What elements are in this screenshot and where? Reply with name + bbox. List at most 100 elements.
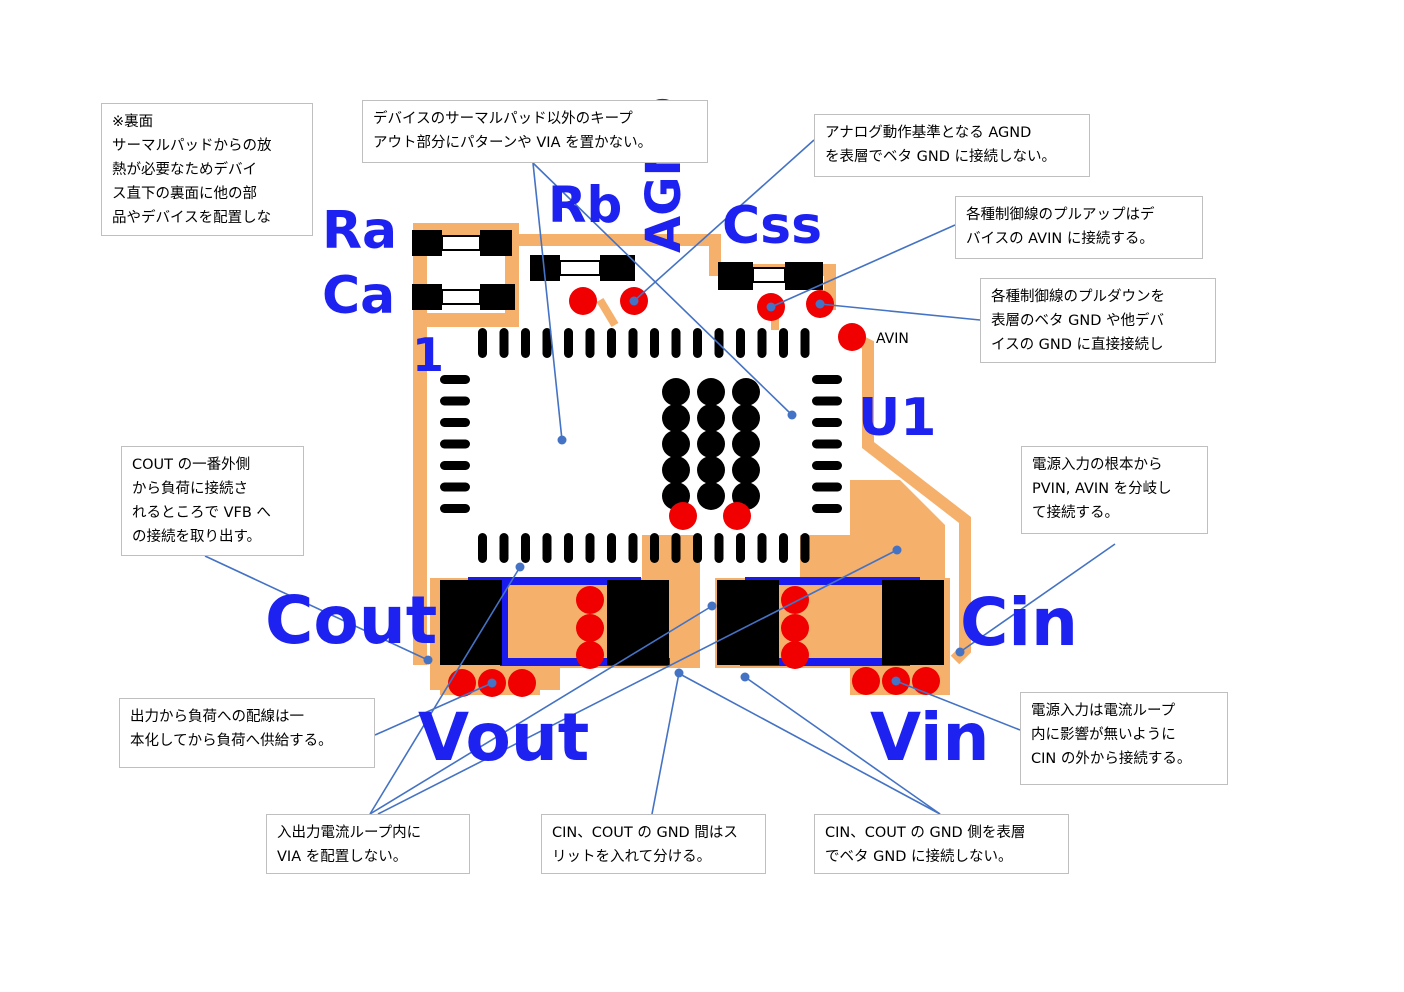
- thermal-via: [662, 456, 690, 484]
- resistor-ra: [412, 230, 512, 256]
- thermal-via: [732, 378, 760, 406]
- note-vfb: COUT の一番外側 から負荷に接続さ れるところで VFB へ の接続を取り出…: [121, 446, 304, 556]
- ic-pin-bottom: [714, 533, 724, 563]
- ic-pin-top: [736, 328, 745, 358]
- callout-line: [369, 566, 521, 815]
- ic-pin-right: [812, 504, 842, 513]
- thermal-via: [732, 430, 760, 458]
- trace-cin-top: [745, 577, 920, 585]
- ic-pin-bottom: [607, 533, 616, 563]
- thermal-via: [732, 404, 760, 432]
- label-vout: Vout: [418, 699, 590, 776]
- thermal-via: [697, 430, 725, 458]
- ic-pin-bottom: [499, 533, 509, 563]
- callout-dot: [787, 410, 797, 420]
- ic-pin-right: [812, 375, 842, 384]
- ic-pin-right: [812, 418, 842, 427]
- callout-dot: [487, 678, 497, 688]
- thermal-via: [697, 456, 725, 484]
- label-rb: Rb: [548, 176, 623, 234]
- agnd-trace: [596, 297, 619, 328]
- ic-pin-right: [812, 482, 842, 492]
- ic-outline: [470, 355, 850, 535]
- callout-line: [377, 549, 898, 815]
- via: [569, 287, 597, 315]
- ic-pin-left: [440, 482, 470, 492]
- note-loop-via: 入出力電流ループ内に VIA を配置しない。: [266, 814, 470, 874]
- passives: [412, 230, 944, 665]
- callout-dot: [892, 545, 902, 555]
- ic-pin-top: [650, 328, 659, 358]
- note-slit: CIN、COUT の GND 間はス リットを入れて分ける。: [541, 814, 766, 874]
- via: [508, 669, 536, 697]
- callout-dot: [955, 647, 965, 657]
- callout-dot: [766, 302, 776, 312]
- thermal-via: [662, 378, 690, 406]
- via: [838, 323, 866, 351]
- ic-pin-left: [440, 375, 470, 384]
- callout-dot: [740, 672, 750, 682]
- note-pulldown: 各種制御線のプルダウンを 表層のベタ GND や他デバ イスの GND に直接接…: [980, 278, 1216, 363]
- cin-pad-right: [882, 580, 944, 665]
- via: [781, 641, 809, 669]
- thermal-vias: [662, 378, 760, 510]
- callout-line: [677, 672, 941, 815]
- cin-pad-left: [717, 580, 779, 665]
- ic-pin-bottom: [671, 533, 681, 563]
- resistor-rb: [530, 255, 635, 281]
- ic-pin-bottom: [478, 533, 487, 563]
- via: [576, 586, 604, 614]
- ic-pin-top: [693, 328, 702, 358]
- ic-pin-right: [812, 396, 842, 406]
- label-cout: Cout: [265, 582, 438, 659]
- note-keepout: デバイスのサーマルパッド以外のキープ アウト部分にパターンや VIA を置かない…: [362, 100, 708, 163]
- ic-pin-bottom: [628, 533, 638, 563]
- via: [912, 667, 940, 695]
- callout-line: [204, 555, 429, 661]
- ic-pin-top: [607, 328, 616, 358]
- ic-pin-top: [499, 328, 509, 358]
- ic-pin-top: [542, 328, 552, 358]
- ic-pin-top: [478, 328, 487, 358]
- callout-dot: [515, 562, 525, 572]
- callout-line: [532, 162, 563, 441]
- callout-dot: [815, 299, 825, 309]
- via: [723, 502, 751, 530]
- note-output: 出力から負荷への配線は一 本化してから負荷へ供給する。: [119, 698, 375, 768]
- ic-pin-top: [585, 328, 595, 358]
- ic-pin-top: [757, 328, 767, 358]
- thermal-via: [697, 378, 725, 406]
- ic-pin-top: [564, 328, 573, 358]
- via: [669, 502, 697, 530]
- callout-dot: [629, 296, 639, 306]
- note-gnd-side: CIN、COUT の GND 側を表層 でベタ GND に接続しない。: [814, 814, 1069, 874]
- ic-pin-top: [671, 328, 681, 358]
- callout-line: [651, 672, 680, 815]
- callout-dot: [423, 655, 433, 665]
- via: [781, 614, 809, 642]
- ic-pin-top: [800, 328, 810, 358]
- ic-pins: [440, 328, 842, 563]
- callout-line: [744, 676, 941, 815]
- ic-pin-right: [812, 439, 842, 449]
- thermal-via: [697, 482, 725, 510]
- ic-pin-bottom: [564, 533, 573, 563]
- label-ca: Ca: [322, 266, 396, 326]
- ic-pin-bottom: [757, 533, 767, 563]
- ic-pin-left: [440, 396, 470, 406]
- ic-pin-left: [440, 418, 470, 427]
- note-pullup: 各種制御線のプルアップはデ バイスの AVIN に接続する。: [955, 196, 1203, 259]
- capacitor-ca: [412, 284, 515, 310]
- ic-pin-bottom: [521, 533, 530, 563]
- ic-pin-bottom: [585, 533, 595, 563]
- thermal-via: [662, 430, 690, 458]
- via: [576, 614, 604, 642]
- ic-pin-bottom: [693, 533, 702, 563]
- via: [576, 641, 604, 669]
- note-split: 電源入力の根本から PVIN, AVIN を分岐し て接続する。: [1021, 446, 1208, 534]
- ic-pin-left: [440, 439, 470, 449]
- ic-pin-top: [779, 328, 788, 358]
- callout-line: [819, 303, 981, 321]
- note-input: 電源入力は電流ループ 内に影響が無いように CIN の外から接続する。: [1020, 692, 1228, 785]
